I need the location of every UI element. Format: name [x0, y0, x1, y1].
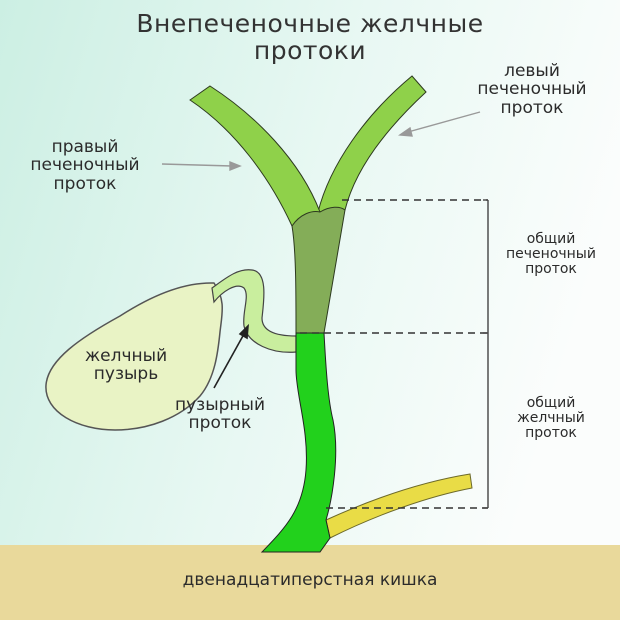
arrow-right-hepatic — [161, 160, 242, 172]
label-cystic-duct: пузырный проток — [174, 395, 265, 434]
duodenum — [0, 545, 620, 620]
arrow-left-hepatic — [398, 111, 481, 137]
label-common-hepatic-duct: общий печеночный проток — [506, 231, 596, 278]
label-duodenum: двенадцатиперстная кишка — [182, 570, 438, 590]
common-bile-duct — [260, 332, 337, 553]
label-right-hepatic-duct: правый печеночный проток — [30, 137, 140, 194]
diagram-title: Внепеченочные желчные протоки — [136, 9, 484, 65]
label-common-bile-duct: общий желчный проток — [517, 395, 585, 442]
gallbladder — [45, 282, 223, 431]
pancreatic-duct — [325, 473, 473, 539]
label-left-hepatic-duct: левый печеночный проток — [477, 61, 587, 118]
common-hepatic-duct — [291, 206, 346, 334]
arrow-cystic-duct — [213, 323, 249, 389]
label-gallbladder: желчный пузырь — [84, 346, 168, 385]
